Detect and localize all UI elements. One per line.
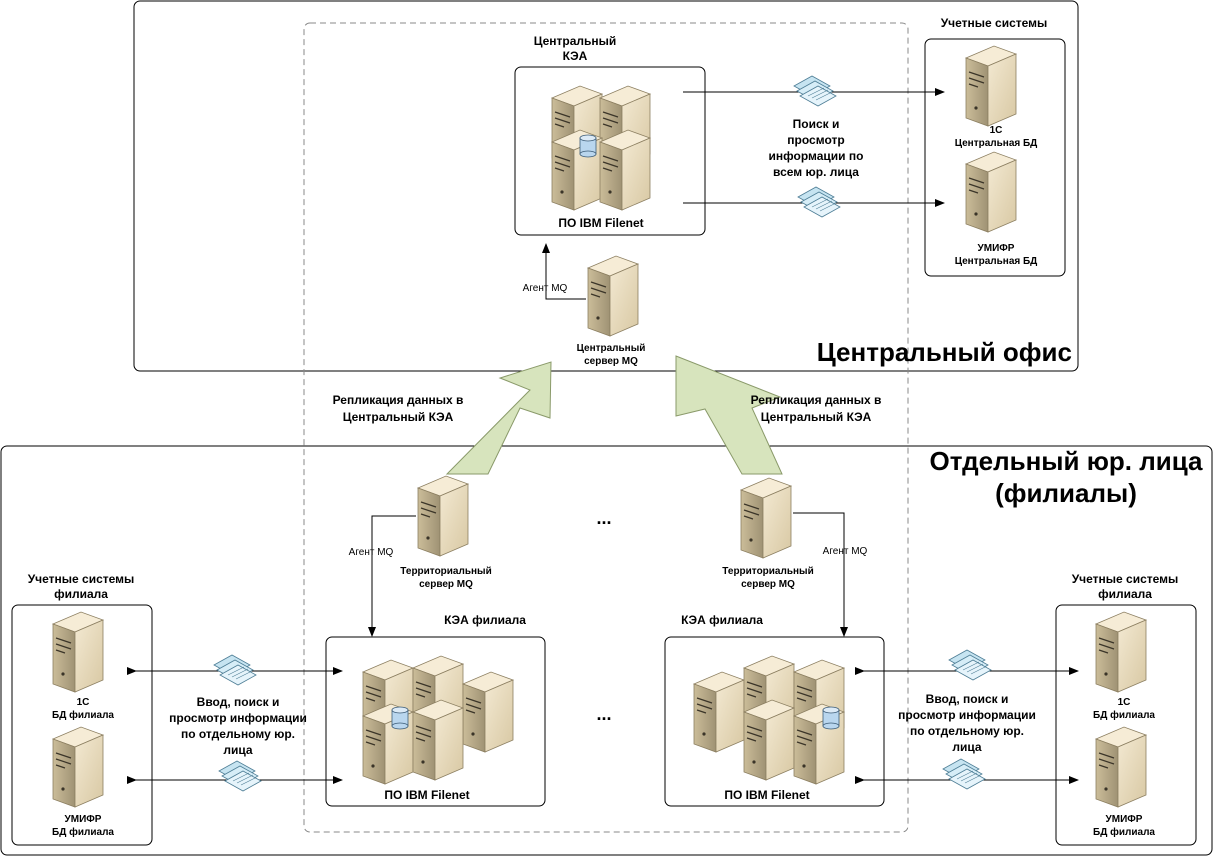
left-branch-server-cluster: [362, 655, 514, 785]
central-1c-label-2: Центральная БД: [955, 138, 1038, 149]
territorial-right-label-1: Территориальный: [722, 566, 813, 577]
branches-frame: [0, 445, 1213, 856]
left-kea-branch-label: КЭА филиала: [444, 613, 526, 627]
left-input-label-1: Ввод, поиск и: [197, 695, 280, 709]
server-icon: [965, 151, 1017, 233]
ellipsis-top: ...: [596, 508, 611, 528]
document-icon: [793, 75, 837, 107]
right-umifr-label-1: УМИФР: [1106, 814, 1143, 825]
replication-label-right-1: Репликация данных в: [751, 393, 882, 407]
left-filenet-label: ПО IBM Filenet: [384, 788, 469, 802]
search-label-4: всем юр. лица: [773, 165, 859, 179]
right-kea-branch-label: КЭА филиала: [681, 613, 763, 627]
right-input-label-2: просмотр информации: [898, 708, 1036, 722]
database-icon: [822, 706, 840, 730]
branches-title-2: (филиалы): [995, 478, 1137, 508]
server-icon: [740, 477, 792, 559]
server-icon: [412, 699, 464, 781]
central-umifr-label-2: Центральная БД: [955, 256, 1038, 267]
server-icon: [693, 671, 745, 753]
right-kea-branch-box: [664, 636, 885, 807]
document-icon: [942, 758, 986, 790]
central-kea-box: [514, 66, 706, 236]
server-icon: [1095, 726, 1147, 808]
replication-arrow-left: [445, 361, 552, 475]
right-input-label-1: Ввод, поиск и: [926, 692, 1009, 706]
right-branch-server-cluster: [693, 655, 845, 785]
mq-agent-connector-central: [542, 243, 586, 300]
right-mq-agent-label: Агент MQ: [823, 546, 868, 557]
central-mq-label-1: Центральный: [577, 343, 646, 354]
central-kea-server-cluster: [551, 85, 651, 211]
right-accounting-title-2: филиала: [1098, 587, 1152, 601]
right-umifr-label-2: БД филиала: [1093, 826, 1155, 838]
territorial-left-label-2: сервер MQ: [419, 579, 473, 590]
left-input-label-4: лица: [223, 743, 253, 757]
right-filenet-label: ПО IBM Filenet: [724, 788, 809, 802]
left-kea-branch-box: [325, 636, 546, 807]
right-input-label-3: по отдельному юр.: [910, 724, 1024, 738]
server-icon: [599, 129, 651, 211]
territorial-right-label-2: сервер MQ: [741, 579, 795, 590]
document-icon: [213, 654, 257, 686]
central-accounting-box: [924, 38, 1066, 277]
replication-arrow-right: [675, 355, 783, 475]
right-accounting-title-1: Учетные системы: [1072, 572, 1179, 586]
right-1c-label-2: БД филиала: [1093, 709, 1155, 721]
central-mq-label-2: сервер MQ: [584, 356, 638, 367]
left-input-label-2: просмотр информации: [169, 711, 307, 725]
central-umifr-label-1: УМИФР: [978, 243, 1015, 254]
replication-label-left-1: Репликация данных в: [333, 393, 464, 407]
search-label-2: просмотр: [787, 133, 844, 147]
central-1c-label-1: 1С: [990, 125, 1003, 136]
document-icon: [948, 649, 992, 681]
branches-title-1: Отдельный юр. лица: [930, 446, 1204, 476]
central-accounting-title: Учетные системы: [941, 16, 1048, 30]
database-icon: [579, 134, 597, 158]
kea-dashed-frame: [303, 22, 909, 833]
server-icon: [52, 611, 104, 693]
right-input-label-4: лица: [952, 740, 982, 754]
central-office-frame: [133, 0, 1079, 372]
ellipsis-bottom: ...: [596, 704, 611, 724]
central-kea-label-1: Центральный: [534, 34, 617, 48]
left-accounting-title-2: филиала: [54, 587, 108, 601]
left-accounting-box: [11, 604, 153, 846]
left-umifr-label-1: УМИФР: [65, 814, 102, 825]
server-icon: [462, 671, 514, 753]
document-icon: [218, 760, 262, 792]
database-icon: [391, 706, 409, 730]
mq-agent-connector-left: [368, 515, 416, 637]
search-label-1: Поиск и: [793, 117, 840, 131]
left-1c-label-1: 1С: [77, 697, 90, 708]
left-input-label-3: по отдельному юр.: [181, 727, 295, 741]
central-office-title: Центральный офис: [817, 337, 1072, 367]
server-icon: [965, 45, 1017, 127]
central-kea-label-2: КЭА: [563, 49, 588, 63]
server-icon: [743, 699, 795, 781]
right-accounting-box: [1055, 604, 1197, 846]
server-icon: [52, 726, 104, 808]
left-1c-label-2: БД филиала: [52, 709, 114, 721]
right-1c-label-1: 1С: [1118, 697, 1131, 708]
mq-agent-connector-right: [793, 512, 848, 637]
central-mq-agent-label: Агент MQ: [523, 283, 568, 294]
replication-label-left-2: Центральный КЭА: [343, 410, 454, 424]
left-accounting-title-1: Учетные системы: [28, 572, 135, 586]
territorial-left-label-1: Территориальный: [400, 566, 491, 577]
search-label-3: информации по: [769, 149, 864, 163]
left-umifr-label-2: БД филиала: [52, 826, 114, 838]
server-icon: [417, 475, 469, 557]
document-icon: [797, 186, 841, 218]
left-mq-agent-label: Агент MQ: [349, 547, 394, 558]
server-icon: [1095, 611, 1147, 693]
central-filenet-label: ПО IBM Filenet: [558, 216, 643, 230]
server-icon: [587, 255, 639, 337]
replication-label-right-2: Центральный КЭА: [761, 410, 872, 424]
